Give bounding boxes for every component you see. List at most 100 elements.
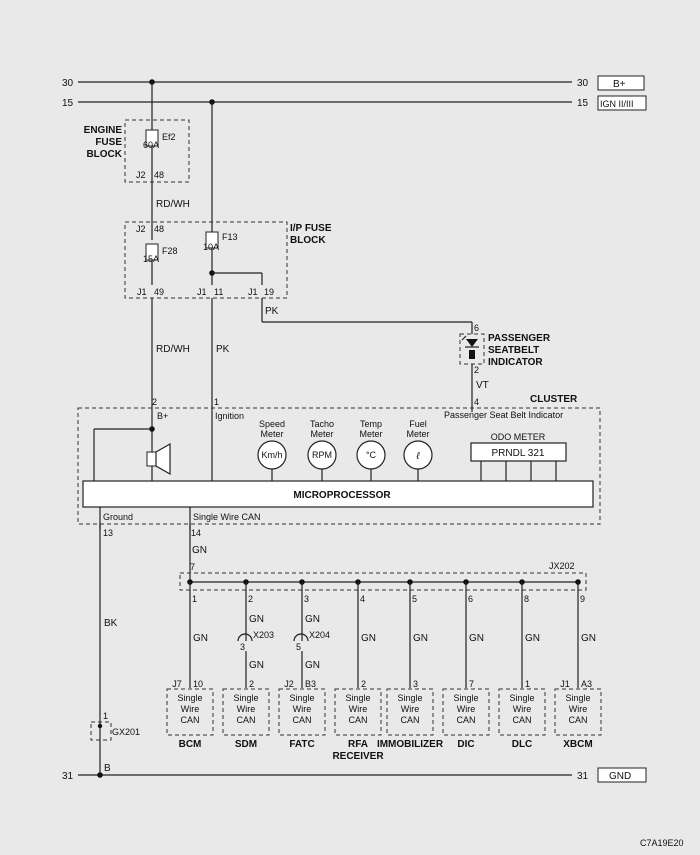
ground-point-pin: 1 xyxy=(103,711,108,721)
ip-out1-pin: 49 xyxy=(154,287,164,297)
buzzer-icon xyxy=(146,451,157,467)
microprocessor-label: MICROPROCESSOR xyxy=(293,490,391,501)
odo-title: ODO METER xyxy=(491,432,546,442)
module-body-line: Wire xyxy=(513,704,532,714)
module-pin: A3 xyxy=(581,679,592,689)
module-name: DIC xyxy=(457,739,474,750)
module-body-line: Single xyxy=(509,693,534,703)
seatbelt-title-3: INDICATOR xyxy=(488,357,543,368)
engine-fuse-block: ENGINE FUSE BLOCK Ef2 60A J2 48 xyxy=(84,82,190,183)
ip-out3-connector: J1 xyxy=(248,287,258,297)
meter-temp-name-2: Meter xyxy=(359,429,382,439)
fuse-f13-rating: 10A xyxy=(203,242,219,252)
rail-30-right-label: 30 xyxy=(577,78,589,89)
ip-in-pin: 48 xyxy=(154,224,164,234)
ip-fuse-block: I/P FUSE BLOCK J2 48 F28 15A F13 10A J1 … xyxy=(124,102,332,299)
cluster-title: CLUSTER xyxy=(530,394,578,405)
seatbelt-cluster-pin: 4 xyxy=(474,397,479,407)
fuse-ef2-name: Ef2 xyxy=(162,132,176,142)
junction-pin-8: 9 xyxy=(580,594,585,604)
splice-x204-icon xyxy=(293,633,309,642)
meter-fuel-symbol: ℓ xyxy=(415,451,420,462)
module-pin: 2 xyxy=(361,679,366,689)
rail-15-right-label: 15 xyxy=(577,98,589,109)
module-name: SDM xyxy=(235,739,257,750)
seatbelt-title-2: SEATBELT xyxy=(488,345,539,356)
wire-bk: BK xyxy=(104,618,118,629)
engine-fuse-connector: J2 xyxy=(136,170,146,180)
wire-pk-lower: PK xyxy=(216,344,230,355)
module-name: IMMOBILIZER xyxy=(377,739,444,750)
wire-gn-drop-6: GN xyxy=(469,633,484,644)
meter-fuel-name-1: Fuel xyxy=(409,419,427,429)
rail-31-tag: GND xyxy=(609,771,631,782)
module-body-line: Single xyxy=(397,693,422,703)
module-body-line: Wire xyxy=(237,704,256,714)
ground-wire-b: B xyxy=(104,763,111,774)
module-body-line: CAN xyxy=(348,715,367,725)
ground-point-gx201: 1 GX201 B xyxy=(90,711,140,778)
splice-x204: X204 5 xyxy=(293,630,330,652)
module-body-line: Wire xyxy=(349,704,368,714)
module-body-line: CAN xyxy=(568,715,587,725)
module-connector: J7 xyxy=(172,679,182,689)
module-body-line: Wire xyxy=(457,704,476,714)
module-name: BCM xyxy=(179,739,202,750)
module-pin: 3 xyxy=(413,679,418,689)
fuse-f13-name: F13 xyxy=(222,232,238,242)
module-pin: 2 xyxy=(249,679,254,689)
cluster-pin-ground: 13 xyxy=(103,528,113,538)
cluster-pin-can: 14 xyxy=(191,528,201,538)
wire-gn-drop-8: GN xyxy=(581,633,596,644)
module-body-line: CAN xyxy=(236,715,255,725)
rail-31-right-label: 31 xyxy=(577,771,589,782)
odo-display: PRNDL 321 xyxy=(492,448,545,459)
module-body-line: Single xyxy=(453,693,478,703)
module-body-line: CAN xyxy=(456,715,475,725)
junction-pin-1: 1 xyxy=(192,594,197,604)
junction-pin-4: 4 xyxy=(360,594,365,604)
module-box xyxy=(166,688,214,736)
module-box xyxy=(334,688,382,736)
rail-15-tag-box xyxy=(597,95,647,111)
junction-pin-3: 3 xyxy=(304,594,309,604)
ip-out2-pin: 11 xyxy=(214,287,223,297)
seatbelt-wire: VT xyxy=(476,380,489,391)
cluster-label-ign: Ignition xyxy=(215,411,244,421)
cluster: CLUSTER 2 B+ 1 Ignition Passenger Seat B… xyxy=(77,394,601,530)
ip-out2-connector: J1 xyxy=(197,287,207,297)
rail-31-tag-box xyxy=(597,767,647,783)
figure-code: C7A19E20 xyxy=(640,838,684,848)
module-body-line: Single xyxy=(289,693,314,703)
rail-30-tag-box xyxy=(597,75,645,91)
wire-pk-upper: PK xyxy=(265,306,279,317)
ip-out1-connector: J1 xyxy=(137,287,147,297)
module-body-line: Wire xyxy=(401,704,420,714)
fuse-f28-rating: 15A xyxy=(143,254,159,264)
module-name: RECEIVER xyxy=(332,751,384,762)
module-pin: B3 xyxy=(305,679,316,689)
meter-speed-name-1: Speed xyxy=(259,419,285,429)
module-body-line: CAN xyxy=(180,715,199,725)
meter-tacho-symbol: RPM xyxy=(312,450,332,460)
rail-30-tag: B+ xyxy=(613,79,626,90)
wire-gn-drop-4: GN xyxy=(361,633,376,644)
seatbelt-pin-bottom: 2 xyxy=(474,365,479,375)
microprocessor-box xyxy=(82,480,594,508)
fuse-ef2-rating: 60A xyxy=(143,140,159,150)
wire-gn-main: GN xyxy=(192,545,207,556)
cluster-pin-bplus: 2 xyxy=(152,397,157,407)
wire-gn-drop-2-lower: GN xyxy=(249,660,264,671)
module-box xyxy=(222,688,270,736)
module-pin: 10 xyxy=(193,679,203,689)
ground-point-name: GX201 xyxy=(112,727,140,737)
rail-30-left-label: 30 xyxy=(62,78,74,89)
rail-30: 30 30 B+ xyxy=(62,75,645,91)
meter-temp-name-1: Temp xyxy=(360,419,382,429)
wire-gn-drop-1: GN xyxy=(193,633,208,644)
module-name: DLC xyxy=(512,739,533,750)
